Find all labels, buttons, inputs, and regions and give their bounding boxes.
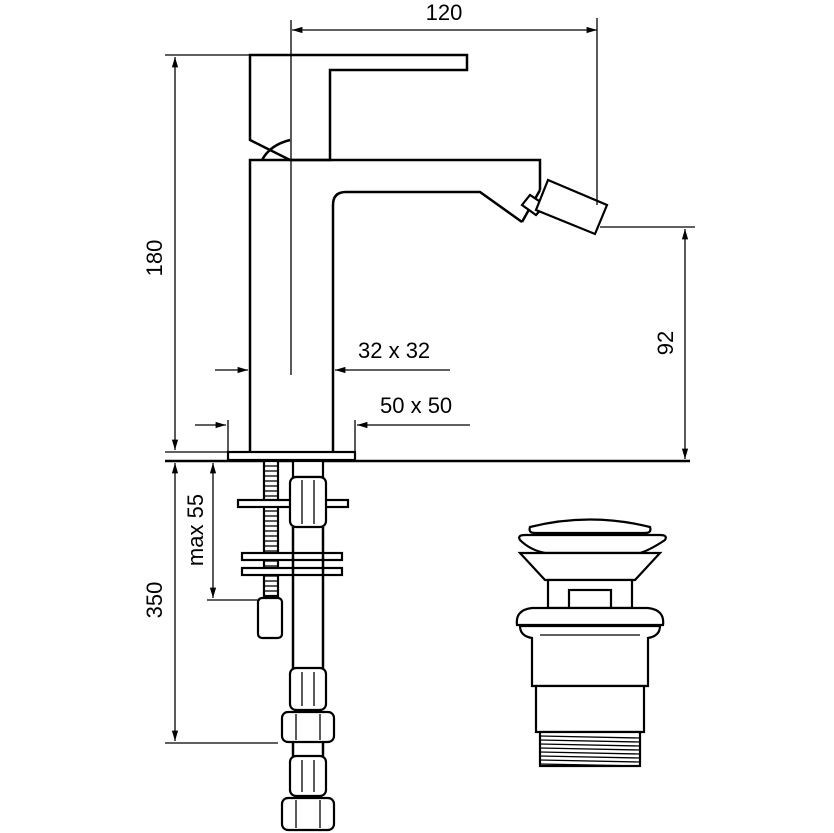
dimension-label-body-section: 32 x 32 <box>358 338 430 363</box>
dimension-body-section: 32 x 32 <box>215 338 450 374</box>
spout <box>331 190 523 452</box>
bidet-nozzle <box>534 178 609 236</box>
faucet-body <box>226 20 609 462</box>
dimension-label-base-section: 50 x 50 <box>380 393 452 418</box>
dimension-base-section: 50 x 50 <box>195 393 470 452</box>
hose-nut <box>280 796 336 832</box>
dimension-label-spout-height: 92 <box>653 331 678 355</box>
mounting-nut <box>256 596 284 640</box>
faucet-lever <box>248 53 469 162</box>
dimension-hose-length: 350 <box>142 463 278 744</box>
dimension-max-thickness: max 55 <box>183 463 260 601</box>
drain-cap <box>528 518 652 535</box>
dimension-width: 120 <box>292 0 598 205</box>
hose-nut <box>280 710 336 744</box>
dimension-label-height: 180 <box>142 240 167 277</box>
pop-up-waste-drain <box>515 518 667 768</box>
dimension-label-width: 120 <box>426 0 463 25</box>
dimension-spout-height: 92 <box>600 226 695 459</box>
dimension-label-hose-length: 350 <box>142 582 167 619</box>
flexible-hose <box>280 459 336 832</box>
dimension-height: 180 <box>142 54 250 453</box>
dimension-label-max-thickness: max 55 <box>183 494 208 566</box>
base-plate <box>226 450 357 462</box>
